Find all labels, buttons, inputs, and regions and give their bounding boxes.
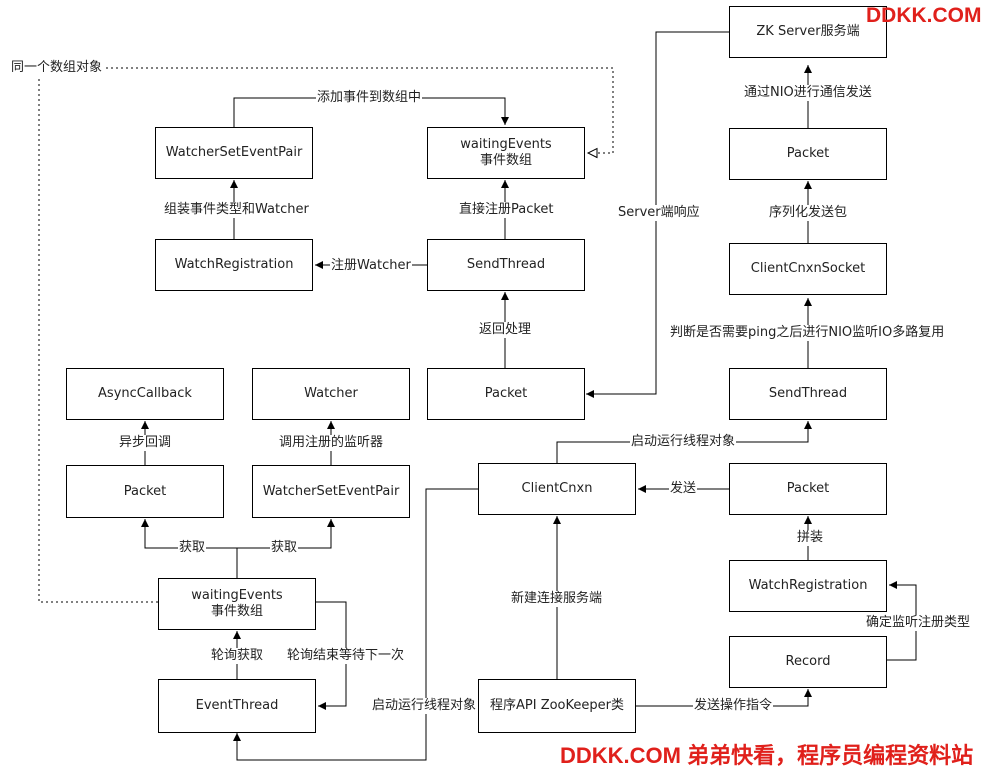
- label-server-response: Server端响应: [617, 205, 701, 221]
- packet-left-node: Packet: [66, 465, 224, 518]
- watcherseteventpair-bottom-label: WatcherSetEventPair: [262, 483, 400, 499]
- sendthread-right-label: SendThread: [768, 386, 848, 401]
- label-ping-nio: 判断是否需要ping之后进行NIO监听IO多路复用: [669, 325, 946, 341]
- label-register-watcher: 注册Watcher: [330, 258, 412, 274]
- packet-right-node: Packet: [729, 463, 887, 515]
- zk-server-node: ZK Server服务端: [729, 6, 887, 58]
- edge-same-array-dotted: [38, 67, 614, 608]
- asynccallback-node: AsyncCallback: [66, 368, 224, 420]
- waiting-events-bottom-node: waitingEvents 事件数组: [158, 578, 316, 630]
- label-fetch-right: 获取: [270, 540, 299, 556]
- label-start-thread-bottom: 启动运行线程对象: [371, 698, 478, 714]
- label-async-callback: 异步回调: [118, 435, 173, 451]
- label-call-registered-listener: 调用注册的监听器: [278, 435, 385, 451]
- watcherseteventpair-top-node: WatcherSetEventPair: [155, 127, 313, 179]
- sendthread-mid-node: SendThread: [427, 239, 585, 291]
- watcher-node: Watcher: [252, 368, 410, 420]
- watchregistration-left-node: WatchRegistration: [155, 239, 313, 291]
- sendthread-mid-label: SendThread: [466, 257, 546, 272]
- clientcnxn-socket-node: ClientCnxnSocket: [729, 243, 887, 295]
- watcher-label: Watcher: [304, 386, 358, 401]
- waiting-events-bottom-label-2: 事件数组: [210, 604, 263, 619]
- watcherseteventpair-top-label: WatcherSetEventPair: [165, 145, 303, 160]
- label-assemble-event: 组装事件类型和Watcher: [163, 202, 310, 218]
- eventthread-label: EventThread: [195, 698, 279, 713]
- label-nio-send: 通过NIO进行通信发送: [743, 85, 873, 101]
- label-fetch-left: 获取: [178, 540, 207, 556]
- packet-left-label: Packet: [123, 483, 167, 499]
- label-send: 发送: [669, 481, 698, 497]
- watchregistration-right-node: WatchRegistration: [729, 560, 887, 612]
- clientcnxn-label: ClientCnxn: [521, 481, 593, 496]
- eventthread-node: EventThread: [158, 679, 316, 733]
- waiting-events-bottom-label-1: waitingEvents: [191, 588, 283, 603]
- label-serialize-send: 序列化发送包: [768, 205, 849, 221]
- waiting-events-top-node: waitingEvents 事件数组: [427, 127, 585, 179]
- watchregistration-left-label: WatchRegistration: [174, 257, 294, 272]
- label-new-connection: 新建连接服务端: [510, 591, 604, 607]
- clientcnxn-socket-label: ClientCnxnSocket: [750, 261, 866, 276]
- label-direct-register-packet: 直接注册Packet: [458, 202, 555, 218]
- waiting-events-top-label-1: waitingEvents: [460, 137, 552, 152]
- record-label: Record: [785, 654, 831, 669]
- waiting-events-top-label-2: 事件数组: [479, 153, 532, 168]
- label-poll-end-wait: 轮询结束等待下一次: [286, 648, 406, 664]
- record-node: Record: [729, 636, 887, 688]
- label-send-op: 发送操作指令: [693, 698, 774, 714]
- sendthread-right-node: SendThread: [729, 368, 887, 420]
- packet-response-node: Packet: [427, 368, 585, 420]
- packet-right-label: Packet: [786, 481, 830, 496]
- zk-server-label: ZK Server服务端: [756, 24, 860, 39]
- watermark-bottom: DDKK.COM 弟弟快看，程序员编程资料站: [560, 743, 974, 766]
- packet-response-label: Packet: [484, 386, 528, 401]
- packet-server-label: Packet: [786, 146, 830, 161]
- label-confirm-register-type: 确定监听注册类型: [865, 615, 972, 631]
- packet-server-node: Packet: [729, 128, 887, 180]
- label-add-to-array: 添加事件到数组中: [316, 90, 423, 106]
- zookeeper-api-label: 程序API ZooKeeper类: [490, 698, 624, 713]
- label-assemble: 拼装: [796, 530, 825, 546]
- label-return-process: 返回处理: [478, 322, 533, 338]
- asynccallback-label: AsyncCallback: [98, 386, 192, 401]
- label-poll-fetch: 轮询获取: [210, 648, 265, 664]
- label-start-thread-top: 启动运行线程对象: [630, 434, 737, 450]
- watchregistration-right-label: WatchRegistration: [748, 578, 868, 593]
- watcherseteventpair-bottom-node: WatcherSetEventPair: [252, 465, 410, 518]
- clientcnxn-node: ClientCnxn: [478, 463, 636, 515]
- label-same-array: 同一个数组对象: [10, 60, 104, 76]
- watermark-top: DDKK.COM: [866, 4, 982, 27]
- zookeeper-api-node: 程序API ZooKeeper类: [478, 679, 636, 733]
